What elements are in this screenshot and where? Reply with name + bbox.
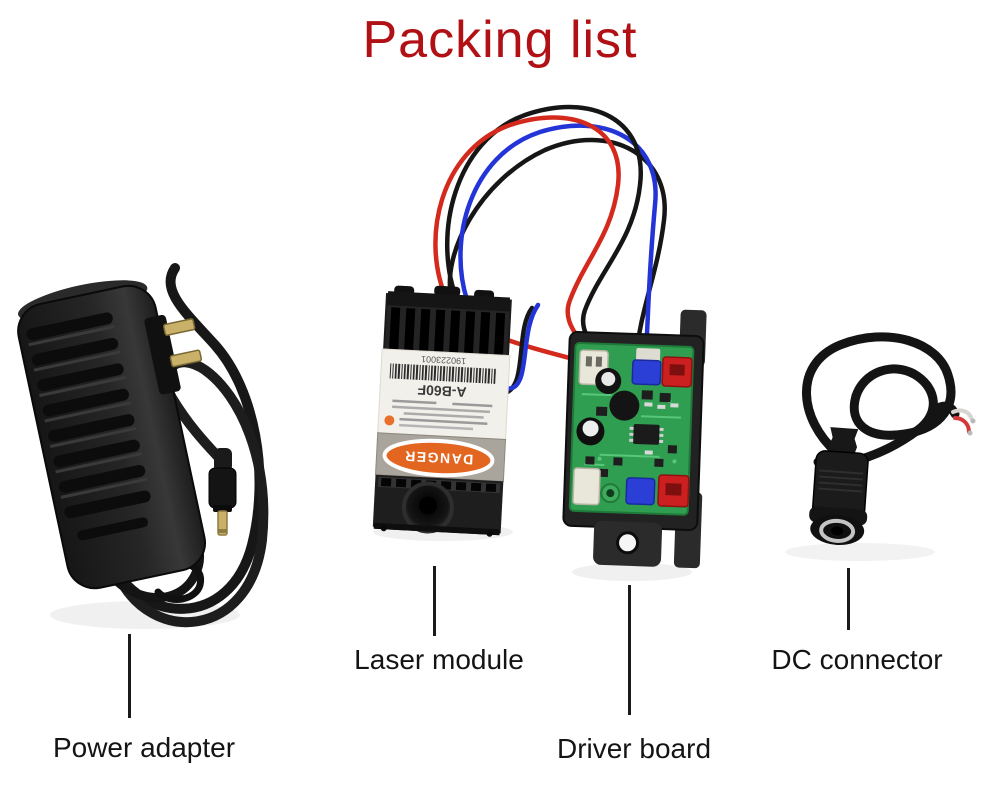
danger-oval	[382, 438, 495, 478]
jack-metal-ring	[819, 518, 856, 543]
heatsink-fins	[385, 285, 510, 358]
leader-power-adapter	[128, 634, 131, 718]
sticker-model: A-B60F	[417, 382, 467, 401]
plug-base	[144, 314, 181, 395]
pcb-traces	[581, 393, 682, 466]
leader-laser-module	[433, 566, 436, 636]
black-wire	[444, 104, 644, 367]
power-adapter-photo	[17, 263, 269, 627]
mounting-hole	[616, 531, 640, 555]
product-sticker: 190223001 A-B60F	[377, 348, 511, 440]
plug-blade	[162, 318, 196, 336]
label-dc-connector: DC connector	[771, 644, 943, 675]
danger-band: DANGER	[374, 432, 507, 482]
module-front	[372, 474, 504, 537]
dc-connector-photo	[802, 332, 976, 545]
laser-module-photo: 190223001 A-B60F DANGER	[372, 285, 512, 537]
adapter-dc-plug	[208, 448, 237, 536]
danger-text: DANGER	[403, 448, 473, 468]
sticker-barcode	[389, 363, 497, 384]
connector-blue-bottom	[625, 477, 656, 506]
board-components	[576, 368, 679, 478]
stripped-wire-ends	[933, 401, 976, 436]
sticker-orange-dot	[384, 415, 395, 426]
page-title: Packing list	[362, 11, 638, 69]
driver-board-photo	[562, 309, 707, 569]
label-driver-board: Driver board	[556, 733, 712, 764]
dc-cable	[802, 332, 956, 469]
dc-jack	[809, 427, 869, 545]
blue-wire	[458, 123, 658, 361]
connector-blue-top	[631, 359, 662, 386]
adapter-ribs	[26, 312, 151, 541]
label-laser-module: Laser module	[354, 644, 524, 675]
connector-white-bottom	[572, 467, 601, 506]
label-power-adapter: Power adapter	[52, 732, 236, 763]
leader-dc-connector	[847, 568, 850, 630]
plug-blade	[169, 349, 203, 368]
leader-driver-board	[628, 585, 631, 715]
sticker-serial: 190223001	[421, 354, 467, 366]
adapter-body	[17, 280, 206, 590]
red-wire	[433, 115, 621, 365]
